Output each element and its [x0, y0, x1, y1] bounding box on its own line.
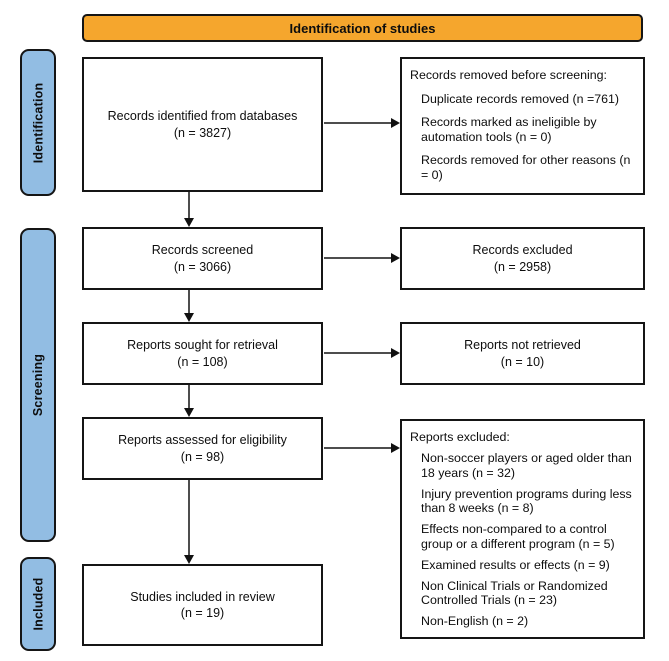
- list-item: Non-soccer players or aged older than 18…: [421, 451, 632, 480]
- list-item: Non-English (n = 2): [421, 614, 529, 628]
- box-reports-not-retrieved: Reports not retrieved (n = 10): [400, 322, 645, 385]
- diagram-header: Identification of studies: [82, 14, 643, 42]
- box-reports-sought: Reports sought for retrieval (n = 108): [82, 322, 323, 385]
- arrow-identified-to-removed: [324, 118, 400, 128]
- list-item: Duplicate records removed (n =761): [421, 91, 620, 106]
- stage-label-screening: Screening: [20, 228, 56, 542]
- box-records-identified-line1: Records identified from databases: [107, 109, 298, 123]
- box-reports-excluded-list: Non-soccer players or aged older than 18…: [410, 451, 637, 629]
- box-records-screened-count: (n = 3066): [173, 259, 232, 274]
- list-item: Effects non-compared to a control group …: [421, 522, 615, 551]
- box-records-removed-list: Duplicate records removed (n =761) Recor…: [410, 92, 637, 183]
- list-item: Records removed for other reasons (n = 0…: [421, 153, 631, 182]
- box-records-identified: Records identified from databases (n = 3…: [82, 57, 323, 192]
- stage-label-included-text: Included: [31, 577, 45, 631]
- diagram-header-title: Identification of studies: [289, 20, 436, 36]
- box-reports-sought-count: (n = 108): [177, 354, 228, 369]
- arrow-assessed-to-included: [184, 480, 194, 564]
- box-records-excluded: Records excluded (n = 2958): [400, 227, 645, 290]
- arrow-identified-to-screened: [184, 192, 194, 227]
- arrow-sought-to-not-retrieved: [324, 348, 400, 358]
- box-studies-included-line1: Studies included in review: [130, 589, 275, 604]
- box-reports-assessed: Reports assessed for eligibility (n = 98…: [82, 417, 323, 480]
- list-item: Records marked as ineligible by automati…: [421, 115, 597, 144]
- stage-label-screening-text: Screening: [31, 353, 45, 417]
- box-studies-included-count: (n = 19): [180, 606, 225, 620]
- box-reports-assessed-count: (n = 98): [180, 449, 225, 464]
- stage-label-included: Included: [20, 557, 56, 651]
- box-records-removed-title: Records removed before screening:: [410, 68, 607, 82]
- arrow-sought-to-assessed: [184, 385, 194, 417]
- box-records-excluded-count: (n = 2958): [493, 259, 552, 274]
- box-records-removed: Records removed before screening: Duplic…: [400, 57, 645, 195]
- box-reports-not-retrieved-count: (n = 10): [500, 354, 545, 369]
- box-reports-excluded-title: Reports excluded:: [410, 430, 510, 444]
- box-studies-included: Studies included in review (n = 19): [82, 564, 323, 646]
- box-reports-sought-line1: Reports sought for retrieval: [127, 338, 278, 352]
- box-reports-excluded: Reports excluded: Non-soccer players or …: [400, 419, 645, 639]
- list-item: Non Clinical Trials or Randomized Contro…: [421, 578, 608, 608]
- box-records-identified-count: (n = 3827): [173, 125, 232, 140]
- box-reports-assessed-line1: Reports assessed for eligibility: [118, 433, 287, 447]
- list-item: Injury prevention programs during less t…: [421, 486, 632, 516]
- list-item: Examined results or effects (n = 9): [421, 557, 610, 572]
- box-reports-not-retrieved-line1: Reports not retrieved: [464, 338, 581, 352]
- box-records-excluded-line1: Records excluded: [472, 243, 573, 257]
- stage-label-identification: Identification: [20, 49, 56, 196]
- box-records-screened: Records screened (n = 3066): [82, 227, 323, 290]
- arrow-screened-to-sought: [184, 290, 194, 322]
- box-records-screened-line1: Records screened: [151, 243, 254, 257]
- arrow-assessed-to-reports-excluded: [324, 443, 400, 453]
- stage-label-identification-text: Identification: [31, 82, 46, 163]
- arrow-screened-to-excluded: [324, 253, 400, 263]
